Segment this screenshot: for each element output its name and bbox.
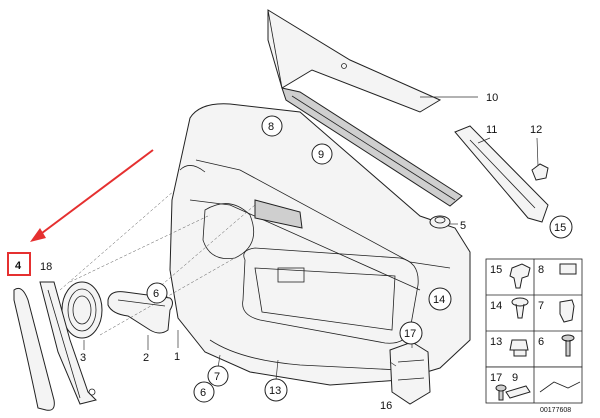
legend-6: 6	[538, 336, 544, 348]
clip-5-part	[429, 215, 451, 229]
pillar-trim-part	[454, 125, 549, 223]
callout-6-lower: 6	[193, 381, 215, 403]
callout-12: 12	[530, 124, 542, 136]
callout-10: 10	[486, 92, 498, 104]
projection-lines	[59, 189, 256, 336]
legend-9: 9	[512, 372, 518, 384]
callout-14: 14	[428, 287, 452, 311]
callout-3: 3	[80, 352, 86, 364]
callout-6-upper-text: 6	[153, 288, 159, 300]
callout-18: 18	[40, 261, 52, 273]
screw-6-icon	[561, 334, 575, 357]
callout-7-text: 7	[214, 371, 220, 383]
clip-8-icon	[559, 263, 577, 275]
door-panel-part	[169, 103, 471, 386]
legend-7: 7	[538, 300, 544, 312]
callout-17-text: 17	[404, 328, 416, 340]
callout-16: 16	[380, 400, 392, 412]
callout-6-lower-text: 6	[200, 387, 206, 399]
callout-6-upper: 6	[146, 282, 168, 304]
trim-strip-part	[13, 287, 55, 411]
legend-8: 8	[538, 264, 544, 276]
clip-15-icon	[509, 263, 531, 289]
callout-11: 11	[486, 124, 497, 136]
clip-9-icon	[505, 385, 531, 399]
callout-15-text: 15	[554, 222, 566, 234]
plug-14-icon	[511, 297, 529, 319]
callout-9: 9	[311, 143, 333, 165]
callout-8-text: 8	[268, 121, 274, 133]
callout-15: 15	[549, 215, 573, 239]
clip-12-part	[531, 163, 549, 181]
callout-1: 1	[174, 351, 180, 363]
callout-2: 2	[143, 352, 149, 364]
legend-13: 13	[490, 336, 502, 348]
bracket-18-part	[39, 281, 97, 405]
clip-13-icon	[509, 339, 529, 357]
callout-13-text: 13	[269, 385, 281, 397]
clip-7-icon	[559, 299, 575, 323]
callout-5: 5	[460, 220, 466, 232]
sun-blind-part	[267, 9, 463, 207]
screw-17-icon	[495, 384, 507, 401]
red-arrow	[30, 149, 154, 242]
drawing-number: 00177608	[540, 407, 571, 414]
bracket-16-part	[389, 341, 431, 405]
legend-15: 15	[490, 264, 502, 276]
callout-9-text: 9	[318, 149, 324, 161]
callout-14-text: 14	[433, 294, 445, 306]
callout-8: 8	[261, 115, 283, 137]
callout-7: 7	[207, 365, 229, 387]
fastener-legend: 15 8 14 7 13 6 17 9	[485, 258, 583, 404]
legend-14: 14	[490, 300, 502, 312]
callout-17: 17	[399, 321, 423, 345]
seal-strip-icon	[539, 381, 581, 393]
legend-17: 17	[490, 372, 502, 384]
callout-13: 13	[264, 378, 288, 402]
callout-4-highlighted: 4	[7, 252, 31, 276]
callout-4-text: 4	[15, 260, 22, 272]
speaker-cover-part	[61, 281, 103, 339]
